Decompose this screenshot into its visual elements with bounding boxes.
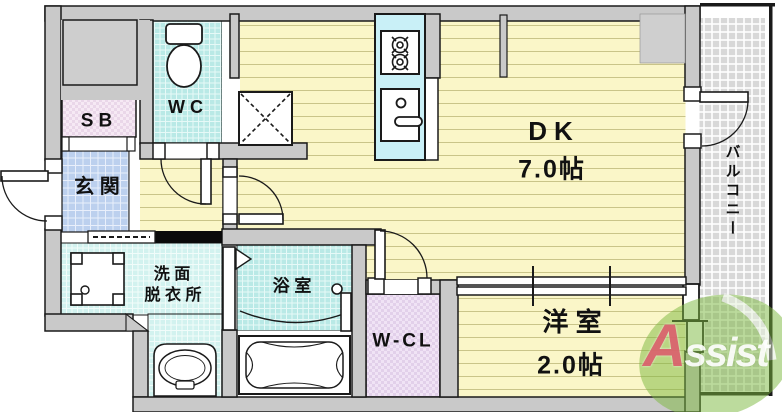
western-room-size-label: 2.0帖	[537, 351, 605, 380]
balcony-label: バルコニー	[723, 144, 741, 239]
entrance-step	[129, 152, 140, 232]
bathroom-label: 浴 室	[272, 276, 312, 296]
assist-logo-a: A	[643, 312, 686, 379]
toilet	[165, 23, 203, 88]
bathtub	[238, 335, 351, 395]
front-door	[0, 158, 63, 231]
stove-burners	[391, 36, 409, 71]
dk-size-label: 7.0帖	[518, 155, 586, 184]
assist-logo-rest: ssist	[684, 329, 769, 375]
dk-door	[222, 166, 284, 225]
refrigerator-space	[238, 91, 293, 146]
meter-box	[61, 19, 150, 100]
washroom-sliding-door	[87, 230, 156, 244]
assist-logo-text: Assist	[643, 316, 770, 376]
entrance-label: 玄 関	[74, 176, 120, 198]
kitchen-counter	[374, 13, 426, 161]
wc-door	[152, 142, 220, 205]
fixtures	[70, 13, 426, 397]
sliding-partition	[456, 266, 687, 306]
wall-black-segment	[155, 231, 222, 243]
duct-column	[639, 13, 686, 64]
washroom-label-1: 洗 面	[153, 266, 191, 283]
western-room-label: 洋 室	[542, 307, 602, 337]
wash-basin	[153, 343, 217, 397]
washing-machine-pan	[70, 252, 125, 306]
doors-and-openings	[0, 77, 749, 353]
shoe-box-label: SB	[80, 110, 118, 132]
dk-label: DK	[528, 116, 580, 146]
balcony-fence-right	[769, 3, 773, 396]
balcony-fence-top	[700, 3, 775, 7]
closet-door	[367, 229, 432, 295]
assist-logo-leaf	[639, 292, 782, 412]
closet-label: W-CL	[372, 330, 434, 352]
faucet	[395, 97, 407, 109]
sink-handle	[394, 116, 423, 127]
counter-end-panel	[423, 77, 439, 161]
entrance-frame	[61, 136, 136, 152]
balcony-door	[683, 86, 749, 149]
shower-fixture	[331, 283, 352, 332]
kitchen-sink	[380, 88, 420, 142]
bathroom-door	[222, 246, 352, 331]
wc-label: WC	[168, 97, 208, 117]
washroom-label-2: 脱 衣 所	[144, 287, 202, 304]
